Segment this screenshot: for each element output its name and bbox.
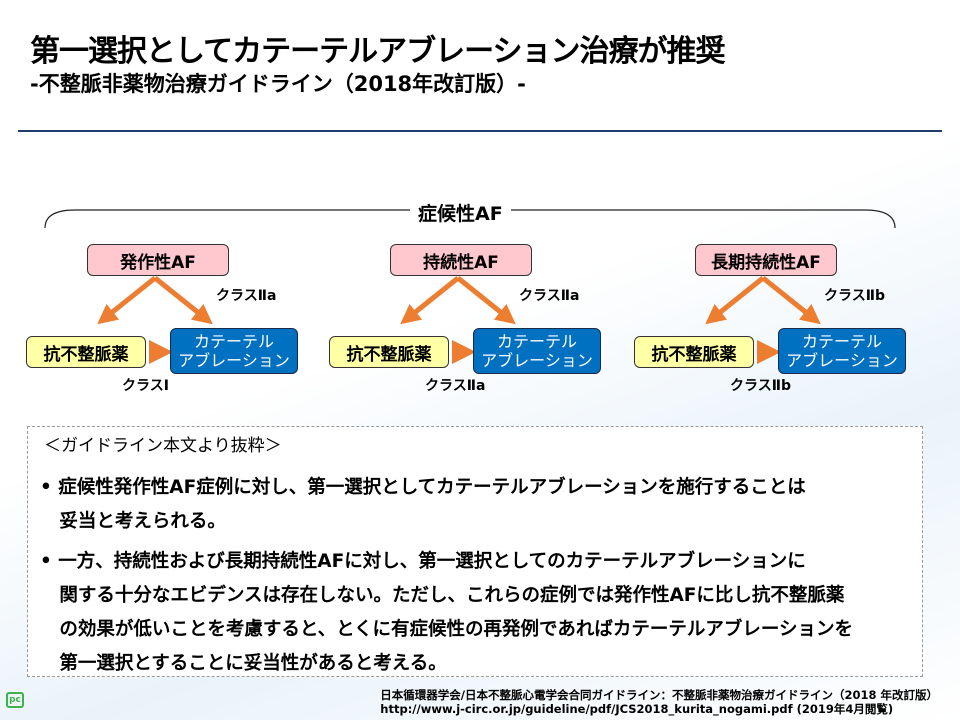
antiarrhythmic-drug-box: 抗不整脈薬	[634, 336, 754, 368]
ablation-line2: アブレーション	[481, 351, 593, 370]
class-ablation-label: クラスⅡb	[824, 288, 885, 304]
ablation-line1: カテーテル	[193, 332, 274, 351]
class-drug-label: クラスⅡa	[425, 378, 486, 394]
catheter-ablation-box: カテーテルアブレーション	[778, 328, 906, 374]
root-label: 症候性AF	[410, 199, 511, 226]
af-group: 発作性AF 抗不整脈薬 カテーテルアブレーション クラスⅡa クラスⅠ	[25, 0, 325, 400]
class-ablation-label: クラスⅡa	[216, 288, 277, 304]
title-divider	[18, 130, 942, 132]
bullet-line: • 症候性発作性AF症例に対し、第一選択としてカテーテルアブレーションを施行する…	[40, 477, 806, 498]
ablation-line1: カテーテル	[496, 332, 577, 351]
slide-subtitle: -不整脈非薬物治療ガイドライン（2018年改訂版）-	[30, 72, 526, 96]
slide-title: 第一選択としてカテーテルアブレーション治療が推奨	[30, 34, 725, 69]
af-group: 長期持続性AF 抗不整脈薬 カテーテルアブレーション クラスⅡb クラスⅡb	[633, 0, 933, 400]
citation-source: 日本循環器学会/日本不整脈心電学会合同ガイドライン：不整脈非薬物治療ガイドライン…	[380, 688, 938, 702]
catheter-ablation-box: カテーテルアブレーション	[473, 328, 601, 374]
bullet-2: • 一方、持続性および長期持続性AFに対し、第一選択としてのカテーテルアブレーシ…	[40, 545, 910, 681]
bullet-line: • 一方、持続性および長期持続性AFに対し、第一選択としてのカテーテルアブレーシ…	[40, 551, 806, 572]
ablation-line1: カテーテル	[801, 332, 882, 351]
catheter-ablation-box: カテーテルアブレーション	[170, 328, 298, 374]
antiarrhythmic-drug-box: 抗不整脈薬	[26, 336, 146, 368]
antiarrhythmic-drug-box: 抗不整脈薬	[329, 336, 449, 368]
logo: pc	[6, 692, 24, 708]
ablation-line2: アブレーション	[786, 351, 898, 370]
af-type-box: 持続性AF	[390, 244, 532, 276]
guideline-excerpt: ＜ガイドライン本文より抜粋＞ • 症候性発作性AF症例に対し、第一選択としてカテ…	[27, 426, 923, 677]
citation-url[interactable]: http://www.j-circ.or.jp/guideline/pdf/JC…	[380, 702, 894, 716]
af-group: 持続性AF 抗不整脈薬 カテーテルアブレーション クラスⅡa クラスⅡa	[328, 0, 628, 400]
bullet-line: 関する十分なエビデンスは存在しない。ただし、これらの症例では発作性AFに比し抗不…	[40, 585, 845, 606]
excerpt-heading: ＜ガイドライン本文より抜粋＞	[44, 436, 282, 456]
class-ablation-label: クラスⅡa	[519, 288, 580, 304]
arrows	[400, 276, 516, 364]
bullet-line: 第一選択とすることに妥当性があると考える。	[40, 653, 447, 674]
arrows	[705, 276, 821, 364]
af-type-box: 長期持続性AF	[695, 244, 837, 276]
class-drug-label: クラスⅠ	[122, 378, 169, 394]
bullet-1: • 症候性発作性AF症例に対し、第一選択としてカテーテルアブレーションを施行する…	[40, 471, 910, 539]
ablation-line2: アブレーション	[178, 351, 290, 370]
af-type-box: 発作性AF	[87, 244, 229, 276]
arrows	[97, 276, 213, 364]
bullet-line: の効果が低いことを考慮すると、とくに有症候性の再発例であればカテーテルアブレーシ…	[40, 619, 853, 640]
class-drug-label: クラスⅡb	[730, 378, 791, 394]
citation: 日本循環器学会/日本不整脈心電学会合同ガイドライン：不整脈非薬物治療ガイドライン…	[380, 688, 938, 716]
bullet-line: 妥当と考えられる。	[40, 511, 226, 532]
